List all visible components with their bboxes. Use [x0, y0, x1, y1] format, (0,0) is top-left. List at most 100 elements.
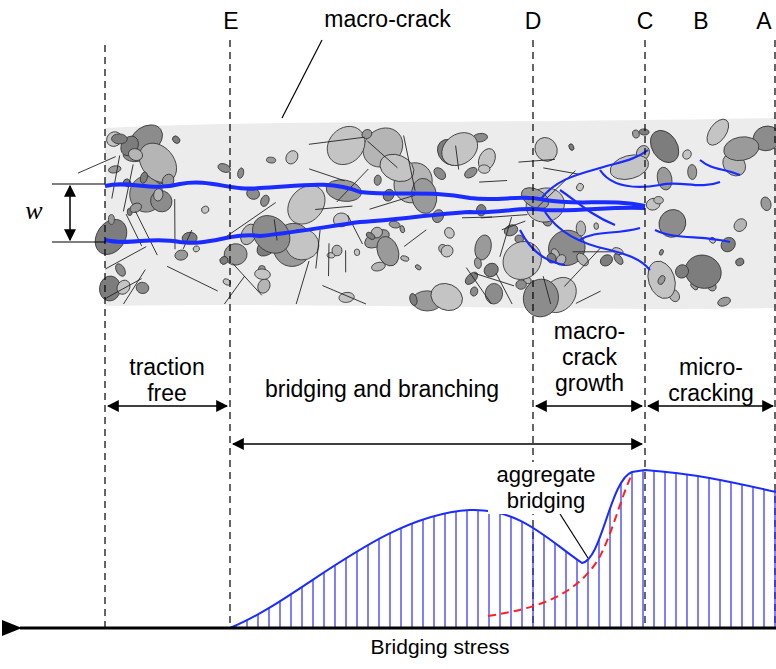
micro-crack: [136, 211, 158, 255]
axis-arrowhead: [2, 620, 22, 636]
aggregate: [254, 268, 271, 280]
aggregate: [132, 136, 185, 190]
micro-crack: [183, 230, 192, 249]
aggregate: [503, 223, 520, 238]
aggregate: [632, 129, 640, 138]
micro-crack: [309, 137, 365, 144]
aggregate: [681, 148, 693, 160]
aggregate: [478, 165, 490, 174]
crack-face: [105, 208, 645, 243]
aggregate: [201, 205, 210, 214]
aggregate: [108, 215, 114, 225]
aggregate: [657, 274, 666, 285]
aggregate: [731, 216, 749, 234]
aggregate: [127, 147, 144, 163]
zone-label: macro-crack growth: [537, 318, 642, 396]
aggregate: [360, 128, 373, 141]
aggregate: [365, 231, 376, 241]
micro-crack: [576, 291, 601, 303]
micro-crack: [315, 206, 352, 209]
aggregate: [655, 166, 674, 191]
stress-hatching: [230, 460, 776, 628]
dimension-tick: [52, 183, 105, 184]
micro-crack: [475, 273, 515, 286]
micro-crack: [370, 195, 415, 209]
crack-branches: [520, 150, 740, 270]
aggregate: [171, 135, 181, 145]
micro-crack: [309, 169, 345, 181]
aggregate: [673, 262, 691, 280]
dimension-label: w: [22, 198, 46, 224]
part-label: macro-crack: [300, 6, 475, 32]
micro-crack: [322, 286, 366, 305]
aggregate: [645, 125, 685, 168]
micro-crack: [573, 251, 614, 252]
aggregate: [473, 233, 494, 261]
aggregate: [146, 186, 176, 216]
section-letter: C: [634, 8, 656, 34]
aggregate: [218, 255, 229, 266]
crack-face: [105, 182, 645, 206]
micro-crack: [500, 217, 512, 257]
micro-crack: [479, 181, 507, 183]
aggregate: [659, 249, 665, 256]
aggregate: [687, 164, 697, 179]
aggregate: [516, 280, 527, 290]
micro-crack: [502, 221, 526, 230]
aggregate: [354, 249, 360, 256]
micro-crack: [105, 279, 142, 299]
aggregate: [427, 279, 467, 316]
micro-crack: [519, 159, 555, 162]
aggregate: [409, 293, 419, 307]
zone-label: bridging and branching: [262, 376, 502, 402]
aggregate: [414, 264, 422, 271]
leader-line: [282, 40, 322, 118]
concrete-band: [105, 118, 776, 309]
aggregate: [495, 234, 549, 288]
aggregate: [139, 171, 149, 184]
aggregate: [108, 165, 122, 174]
axis-label: Bridging stress: [300, 634, 580, 660]
aggregate: [319, 119, 372, 173]
micro-crack: [328, 243, 330, 276]
micro-crack: [227, 203, 276, 237]
aggregate: [722, 134, 761, 163]
aggregate: [435, 126, 484, 172]
aggregate: [373, 233, 403, 269]
micro-crack: [456, 146, 459, 170]
zone-label: micro-cracking: [648, 354, 774, 406]
aggregate: [470, 286, 479, 297]
aggregate: [598, 253, 614, 269]
section-letter: D: [522, 8, 544, 34]
micro-crack: [78, 157, 116, 174]
micro-crack: [345, 250, 346, 272]
zone-arrow: [108, 406, 773, 444]
micro-crack: [124, 270, 146, 304]
aggregate: [639, 129, 649, 136]
aggregate: [574, 251, 590, 268]
aggregate: [192, 245, 200, 253]
aggregate: [718, 234, 738, 254]
aggregate: [237, 167, 245, 178]
callout-label: aggregate bridging: [488, 462, 604, 514]
aggregate: [439, 243, 456, 260]
aggregate: [475, 146, 499, 173]
aggregate: [331, 244, 343, 256]
micro-crack: [123, 164, 133, 211]
aggregate: [759, 196, 772, 212]
width-dimension: [69, 186, 71, 240]
micro-crack: [296, 261, 309, 304]
aggregate: [654, 196, 664, 204]
aggregate: [716, 296, 731, 308]
micro-crack: [105, 247, 146, 269]
micro-crack: [564, 248, 600, 286]
stress-axis: [20, 627, 776, 630]
section-line: [105, 40, 775, 628]
aggregate: [594, 223, 599, 230]
micro-crack: [224, 276, 244, 304]
aggregate: [463, 165, 479, 180]
micro-crack: [481, 215, 528, 218]
micro-crack: [348, 215, 363, 244]
section-letter: A: [755, 8, 773, 34]
micro-crack: [112, 156, 120, 199]
